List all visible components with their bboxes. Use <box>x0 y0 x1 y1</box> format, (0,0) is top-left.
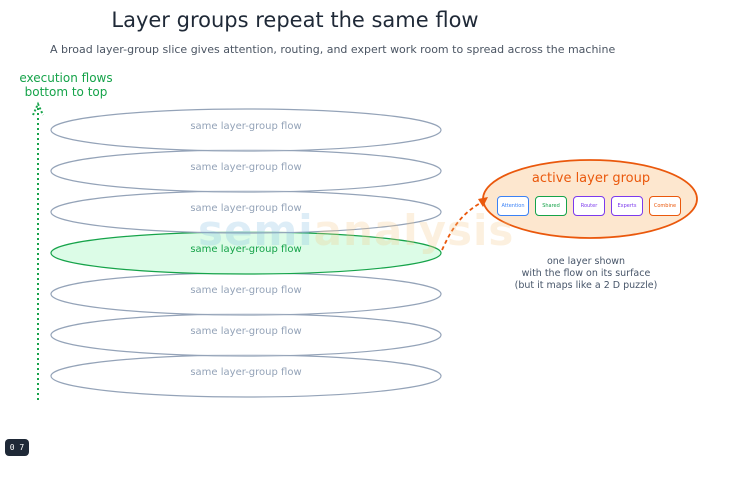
stage-chip-router: Router <box>573 196 605 216</box>
layer-note-line2: with the flow on its surface <box>521 268 651 279</box>
layer-note-line3: (but it maps like a 2 D puzzle) <box>514 280 658 291</box>
stage-chip-shared: Shared <box>535 196 567 216</box>
layer-label-active: same layer-group flow <box>190 244 302 255</box>
stage-chip-attention: Attention <box>497 196 529 216</box>
execution-arrow-head <box>32 101 44 116</box>
active-group-title: active layer group <box>531 171 651 186</box>
layer-label: same layer-group flow <box>190 326 302 337</box>
layer-label: same layer-group flow <box>190 285 302 296</box>
active-group-connector <box>441 199 487 251</box>
layer-label: same layer-group flow <box>190 162 302 173</box>
layer-stack <box>50 108 442 398</box>
active-group-stages: Attention Shared Router Experts Combine <box>497 196 681 216</box>
layer-note: one layer shown with the flow on its sur… <box>494 256 678 292</box>
page-badge: 0 7 <box>5 439 29 456</box>
page-subtitle: A broad layer-group slice gives attentio… <box>50 43 616 56</box>
layer-note-line1: one layer shown <box>546 256 626 267</box>
stage-chip-experts: Experts <box>611 196 643 216</box>
execution-label-line1: execution flows <box>19 71 113 85</box>
layer-ellipse <box>50 108 442 152</box>
active-group-connector-head <box>478 197 488 207</box>
stage-chip-combine: Combine <box>649 196 681 216</box>
layer-label: same layer-group flow <box>190 203 302 214</box>
page-title: Layer groups repeat the same flow <box>111 8 479 32</box>
layer-label: same layer-group flow <box>190 121 302 132</box>
execution-label: execution flows bottom to top <box>6 71 126 99</box>
layer-label: same layer-group flow <box>190 367 302 378</box>
execution-label-line2: bottom to top <box>24 85 108 99</box>
